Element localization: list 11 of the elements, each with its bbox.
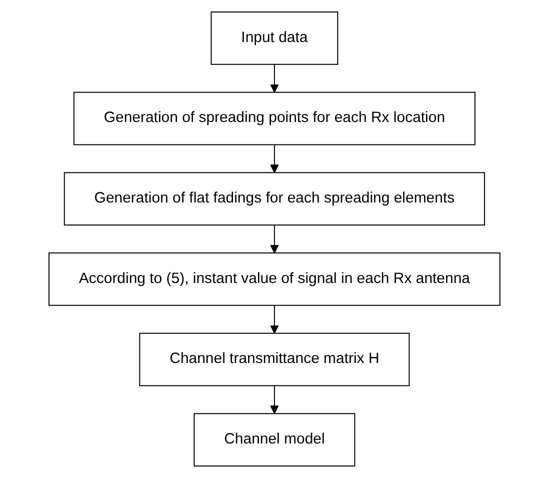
- node-box: Channel transmittance matrix H: [138, 332, 410, 386]
- node-box: According to (5), instant value of signal in each Rx antenna: [48, 252, 500, 306]
- arrow: [270, 144, 278, 173]
- node-box: Generation of flat fadings for each spreading elements: [63, 172, 485, 226]
- node-box: Channel model: [193, 412, 355, 466]
- node-box: Input data: [210, 10, 338, 64]
- arrow: [270, 224, 278, 253]
- arrow: [270, 384, 278, 414]
- arrow: [270, 304, 278, 334]
- arrow: [270, 63, 278, 92]
- node-box: Generation of spreading points for each Rx location: [73, 91, 475, 145]
